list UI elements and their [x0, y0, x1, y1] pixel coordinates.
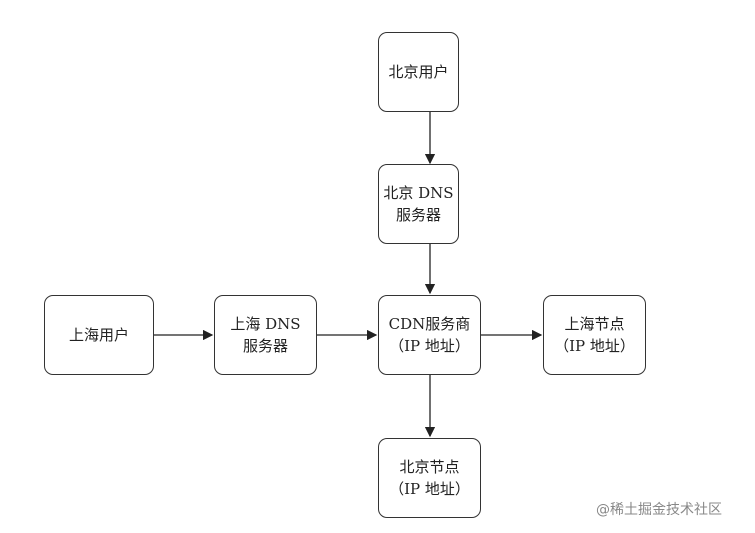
node-label: 北京用户	[388, 63, 449, 81]
node-label: 服务器	[242, 337, 288, 355]
node-label: 上海节点	[564, 315, 625, 333]
node-label: CDN服务商	[388, 315, 471, 333]
node-shanghai-user: 上海用户	[44, 295, 154, 375]
node-beijing-user: 北京用户	[378, 32, 459, 112]
watermark: @稀土掘金技术社区	[596, 502, 722, 518]
node-label: （IP 地址）	[554, 337, 635, 355]
node-cdn: CDN服务商 （IP 地址）	[378, 295, 481, 375]
node-label: （IP 地址）	[389, 337, 470, 355]
node-shanghai-dns: 上海 DNS 服务器	[214, 295, 317, 375]
node-label: 服务器	[395, 206, 441, 224]
node-label: 北京 DNS	[383, 184, 454, 202]
node-label: 北京节点	[399, 458, 460, 476]
node-label: 上海 DNS	[230, 315, 301, 333]
node-shanghai-node: 上海节点 （IP 地址）	[543, 295, 646, 375]
node-label: 上海用户	[68, 326, 129, 344]
node-beijing-node: 北京节点 （IP 地址）	[378, 438, 481, 518]
node-beijing-dns: 北京 DNS 服务器	[378, 164, 459, 244]
node-label: （IP 地址）	[389, 480, 470, 498]
